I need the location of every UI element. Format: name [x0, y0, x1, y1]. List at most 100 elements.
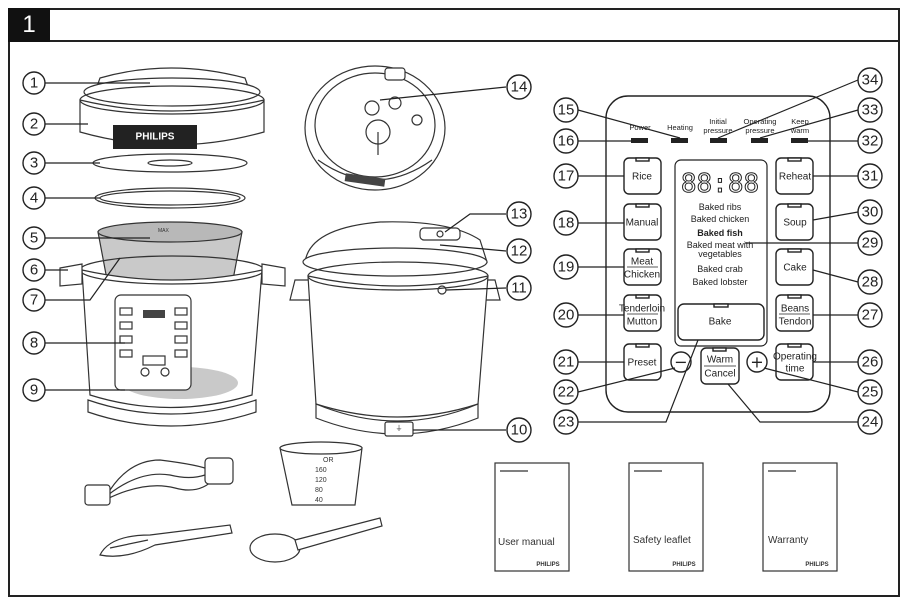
svg-text:10: 10: [511, 422, 528, 439]
minus-button[interactable]: −: [670, 351, 692, 373]
svg-text:2: 2: [30, 116, 38, 133]
svg-text:8: 8: [30, 335, 38, 352]
operating-time-label-1: Operating: [773, 352, 817, 363]
callout-13: 13: [506, 201, 532, 227]
svg-text:7: 7: [30, 292, 38, 309]
doc-user-manual-brand: PHILIPS: [536, 562, 559, 568]
callout-20: 20: [553, 302, 579, 328]
meat-label: Meat: [631, 257, 653, 268]
callout-29: 29: [857, 230, 883, 256]
callout-6: 6: [22, 258, 46, 282]
callout-14: 14: [506, 74, 532, 100]
callout-4: 4: [22, 186, 46, 210]
doc-safety-leaflet: Safety leaflet PHILIPS: [628, 462, 704, 572]
cancel-label: Cancel: [704, 369, 735, 380]
callout-3: 3: [22, 151, 46, 175]
callout-25: 25: [857, 379, 883, 405]
mutton-label: Mutton: [627, 317, 658, 328]
time-display: 88:88: [681, 169, 759, 199]
header-rule: [50, 40, 900, 42]
svg-text:29: 29: [862, 235, 879, 252]
initial-pressure-label-1: Initial: [709, 117, 727, 126]
soup-ladle: [249, 517, 383, 563]
plus-button[interactable]: +: [746, 351, 768, 373]
operating-time-button[interactable]: Operating time: [773, 343, 817, 381]
callout-27: 27: [857, 302, 883, 328]
preset-label: Preset: [628, 358, 657, 369]
operating-pressure-label-1: Operating: [744, 117, 777, 126]
measuring-cup: OR 160 120 80 40: [279, 441, 363, 506]
meat-chicken-button[interactable]: Meat Chicken: [623, 248, 662, 286]
exploded-cooker: PHILIPS MAX: [59, 67, 286, 427]
callout-1: 1: [22, 71, 46, 95]
callout-24: 24: [857, 409, 883, 435]
cake-button[interactable]: Cake: [775, 248, 814, 286]
callout-2: 2: [22, 112, 46, 136]
tenderloin-mutton-button[interactable]: Tenderloin Mutton: [619, 294, 665, 332]
svg-text:14: 14: [511, 79, 528, 96]
warm-label: Warm: [707, 355, 733, 366]
svg-text:26: 26: [862, 354, 879, 371]
callout-34: 34: [857, 67, 883, 93]
doc-user-manual: User manual PHILIPS: [494, 462, 570, 572]
svg-text:30: 30: [862, 204, 879, 221]
doc-warranty-brand: PHILIPS: [805, 562, 828, 568]
menu-baked-meat-1: Baked meat with: [687, 240, 754, 250]
leader-lines: [44, 79, 859, 431]
manual-label: Manual: [626, 218, 659, 229]
doc-safety-leaflet-brand: PHILIPS: [672, 562, 695, 568]
menu-baked-chicken: Baked chicken: [691, 214, 750, 224]
keep-warm-label-1: Keep: [791, 117, 809, 126]
preset-button[interactable]: Preset: [623, 343, 662, 381]
plus-icon: +: [750, 353, 763, 372]
warm-cancel-button[interactable]: Warm Cancel: [700, 347, 740, 385]
svg-text:31: 31: [862, 168, 879, 185]
svg-text:24: 24: [862, 414, 879, 431]
bake-button[interactable]: Bake: [677, 303, 765, 341]
svg-text:19: 19: [558, 259, 575, 276]
cup-mark-4: 40: [315, 497, 323, 504]
svg-text:11: 11: [511, 280, 527, 297]
callout-8: 8: [22, 331, 46, 355]
manual-button[interactable]: Manual: [623, 203, 662, 241]
rice-button[interactable]: Rice: [623, 157, 662, 195]
soup-button[interactable]: Soup: [775, 203, 814, 241]
svg-text:22: 22: [558, 384, 575, 401]
callout-26: 26: [857, 349, 883, 375]
svg-text:20: 20: [558, 307, 575, 324]
callout-30: 30: [857, 199, 883, 225]
tenderloin-label: Tenderloin: [619, 304, 665, 315]
callout-31: 31: [857, 163, 883, 189]
callout-22: 22: [553, 379, 579, 405]
reheat-label: Reheat: [779, 172, 811, 183]
svg-text:17: 17: [558, 168, 575, 185]
callout-18: 18: [553, 210, 579, 236]
power-cord: [84, 457, 234, 506]
rice-spatula: [99, 524, 233, 557]
cup-mark-2: 120: [315, 477, 327, 484]
operating-time-label-2: time: [786, 364, 805, 375]
figure-frame: [8, 8, 900, 597]
callout-16: 16: [553, 128, 579, 154]
figure-number: 1: [8, 8, 50, 42]
control-panel: Power Heating Initial pressure Operating…: [605, 95, 831, 413]
svg-text:16: 16: [558, 133, 575, 150]
doc-warranty-title: Warranty: [768, 535, 808, 546]
callout-7: 7: [22, 288, 46, 312]
svg-text:3: 3: [30, 155, 38, 172]
operating-pressure-label-2: pressure: [745, 126, 774, 135]
svg-text:18: 18: [558, 215, 575, 232]
cake-label: Cake: [783, 263, 807, 274]
svg-text:1: 1: [30, 75, 38, 92]
beans-tendon-button[interactable]: Beans Tendon: [775, 294, 814, 332]
svg-text:25: 25: [862, 384, 879, 401]
beans-label: Beans: [781, 304, 809, 315]
svg-text:21: 21: [558, 354, 575, 371]
callout-33: 33: [857, 97, 883, 123]
cup-mark-3: 80: [315, 487, 323, 494]
svg-text:6: 6: [30, 262, 38, 279]
tendon-label: Tendon: [779, 317, 812, 328]
callout-10: 10: [506, 417, 532, 443]
reheat-button[interactable]: Reheat: [775, 157, 814, 195]
